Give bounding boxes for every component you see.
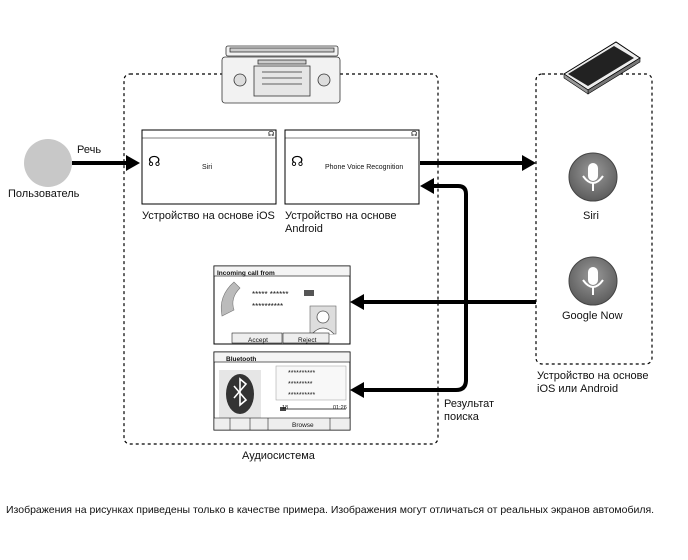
phone-device-box — [535, 73, 653, 365]
google-now-microphone-icon — [568, 256, 618, 306]
google-now-label: Google Now — [562, 310, 623, 322]
svg-text:☊: ☊ — [291, 154, 303, 170]
user-avatar — [24, 139, 72, 187]
reject-button: Reject — [298, 337, 317, 344]
search-result-line1: Результат — [444, 398, 495, 410]
siri-label: Siri — [583, 210, 599, 222]
bluetooth-title: Bluetooth — [226, 356, 257, 363]
user-label: Пользователь — [8, 188, 80, 200]
android-caption-line1: Устройство на основе — [285, 210, 397, 222]
bluetooth-screen — [213, 351, 351, 431]
siri-microphone-icon — [568, 152, 618, 202]
footer-note: Изображения на рисунках приведены только… — [6, 504, 655, 516]
speech-arrow — [72, 155, 140, 171]
incoming-call-title: Incoming call from — [217, 270, 275, 277]
time-end: 01:26 — [333, 405, 347, 411]
track-2: ********* — [288, 381, 313, 388]
android-screen: ☊ ☊ — [284, 129, 420, 205]
device-caption-line2: iOS или Android — [537, 383, 619, 395]
speech-label: Речь — [77, 144, 102, 156]
incoming-call-line1: ***** ****** — [252, 290, 289, 299]
result-arrowhead-android — [420, 178, 434, 194]
device-caption-line1: Устройство на основе — [537, 370, 649, 382]
incoming-call-line2: ********** — [252, 302, 284, 311]
track-3: ********** — [288, 392, 316, 399]
to-phone-arrow — [420, 155, 536, 171]
svg-text:☊: ☊ — [411, 130, 417, 138]
svg-text:☊: ☊ — [268, 130, 274, 138]
result-arrows — [364, 184, 536, 392]
smartphone-icon — [563, 41, 641, 95]
result-arrowhead-call — [350, 294, 364, 310]
android-screen-text: Phone Voice Recognition — [325, 164, 404, 171]
search-result-line2: поиска — [444, 411, 479, 423]
ios-screen: ☊ ☊ — [141, 129, 277, 205]
head-unit-icon — [221, 45, 341, 104]
result-arrowhead-bluetooth — [350, 382, 364, 398]
incoming-call-screen — [213, 265, 351, 345]
svg-text:☊: ☊ — [148, 154, 160, 170]
android-caption-line2: Android — [285, 223, 323, 235]
audio-system-label: Аудиосистема — [242, 450, 315, 462]
time-start: 18 — [282, 405, 289, 411]
accept-button: Accept — [248, 337, 268, 344]
track-1: ********** — [288, 370, 316, 377]
ios-screen-text: Siri — [202, 164, 213, 171]
browse-button: Browse — [292, 422, 314, 429]
ios-caption: Устройство на основе iOS — [142, 210, 275, 222]
